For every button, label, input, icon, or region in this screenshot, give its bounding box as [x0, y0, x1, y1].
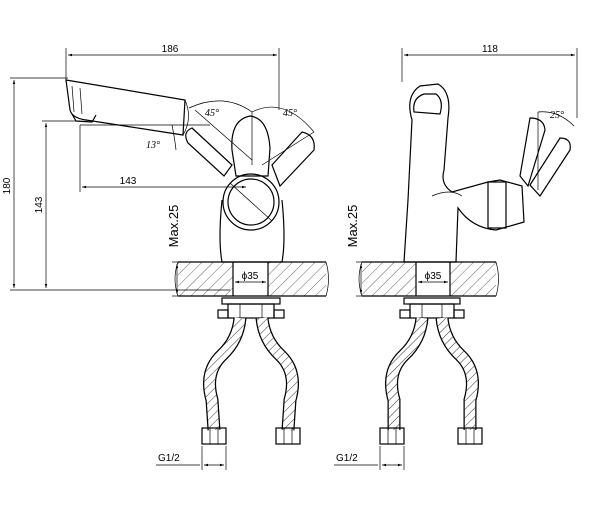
angle-spout-label: 13° — [146, 140, 160, 151]
dim-total-length: 186 — [65, 44, 280, 110]
braided-hoses — [201, 317, 301, 445]
dim-width-label: 118 — [482, 44, 498, 55]
front-hole-diameter-label: ϕ35 — [425, 271, 442, 282]
side-view: 186 180 143 143 — [2, 44, 329, 470]
dim-height-spout-label: 143 — [34, 196, 45, 213]
dim-max-thickness: Max.25 — [166, 205, 181, 297]
front-dim-hole-diameter: ϕ35 — [418, 271, 448, 284]
front-dim-max-thickness: Max.25 — [345, 205, 364, 297]
dim-height-total-label: 180 — [2, 177, 13, 194]
thread-label: G1/2 — [158, 453, 180, 464]
dim-spout-reach-label: 143 — [120, 176, 137, 187]
handle-levers — [185, 115, 315, 188]
angle-arcs: 45° 45° 13° — [80, 100, 315, 166]
sink-deck — [174, 261, 329, 297]
mounting-nut — [217, 297, 285, 319]
spout — [65, 79, 189, 136]
front-mounting-nut — [399, 297, 465, 319]
hole-diameter-label: ϕ35 — [242, 271, 259, 282]
front-max-thickness-label: Max.25 — [345, 205, 360, 248]
angle-right-label: 45° — [283, 108, 297, 119]
angle-lever-label: 25° — [550, 110, 564, 121]
dim-height-spout: 143 — [34, 120, 80, 288]
front-lever: 25° — [519, 110, 575, 197]
mixer-body — [219, 173, 285, 263]
dim-hole-diameter: ϕ35 — [235, 271, 266, 284]
dim-thread: G1/2 — [156, 446, 227, 470]
front-braided-hoses — [379, 317, 483, 445]
front-dim-thread: G1/2 — [334, 446, 405, 470]
max-thickness-label: Max.25 — [166, 205, 181, 248]
front-view: 118 25° — [334, 44, 578, 470]
front-thread-label: G1/2 — [336, 453, 358, 464]
front-body — [403, 83, 525, 263]
angle-left-label: 45° — [205, 108, 219, 119]
dim-height-total: 180 — [2, 77, 230, 291]
dim-spout-reach: 143 — [79, 125, 246, 192]
front-sink-deck — [358, 261, 499, 297]
dim-total-length-label: 186 — [162, 44, 179, 55]
dim-width: 118 — [401, 44, 578, 118]
